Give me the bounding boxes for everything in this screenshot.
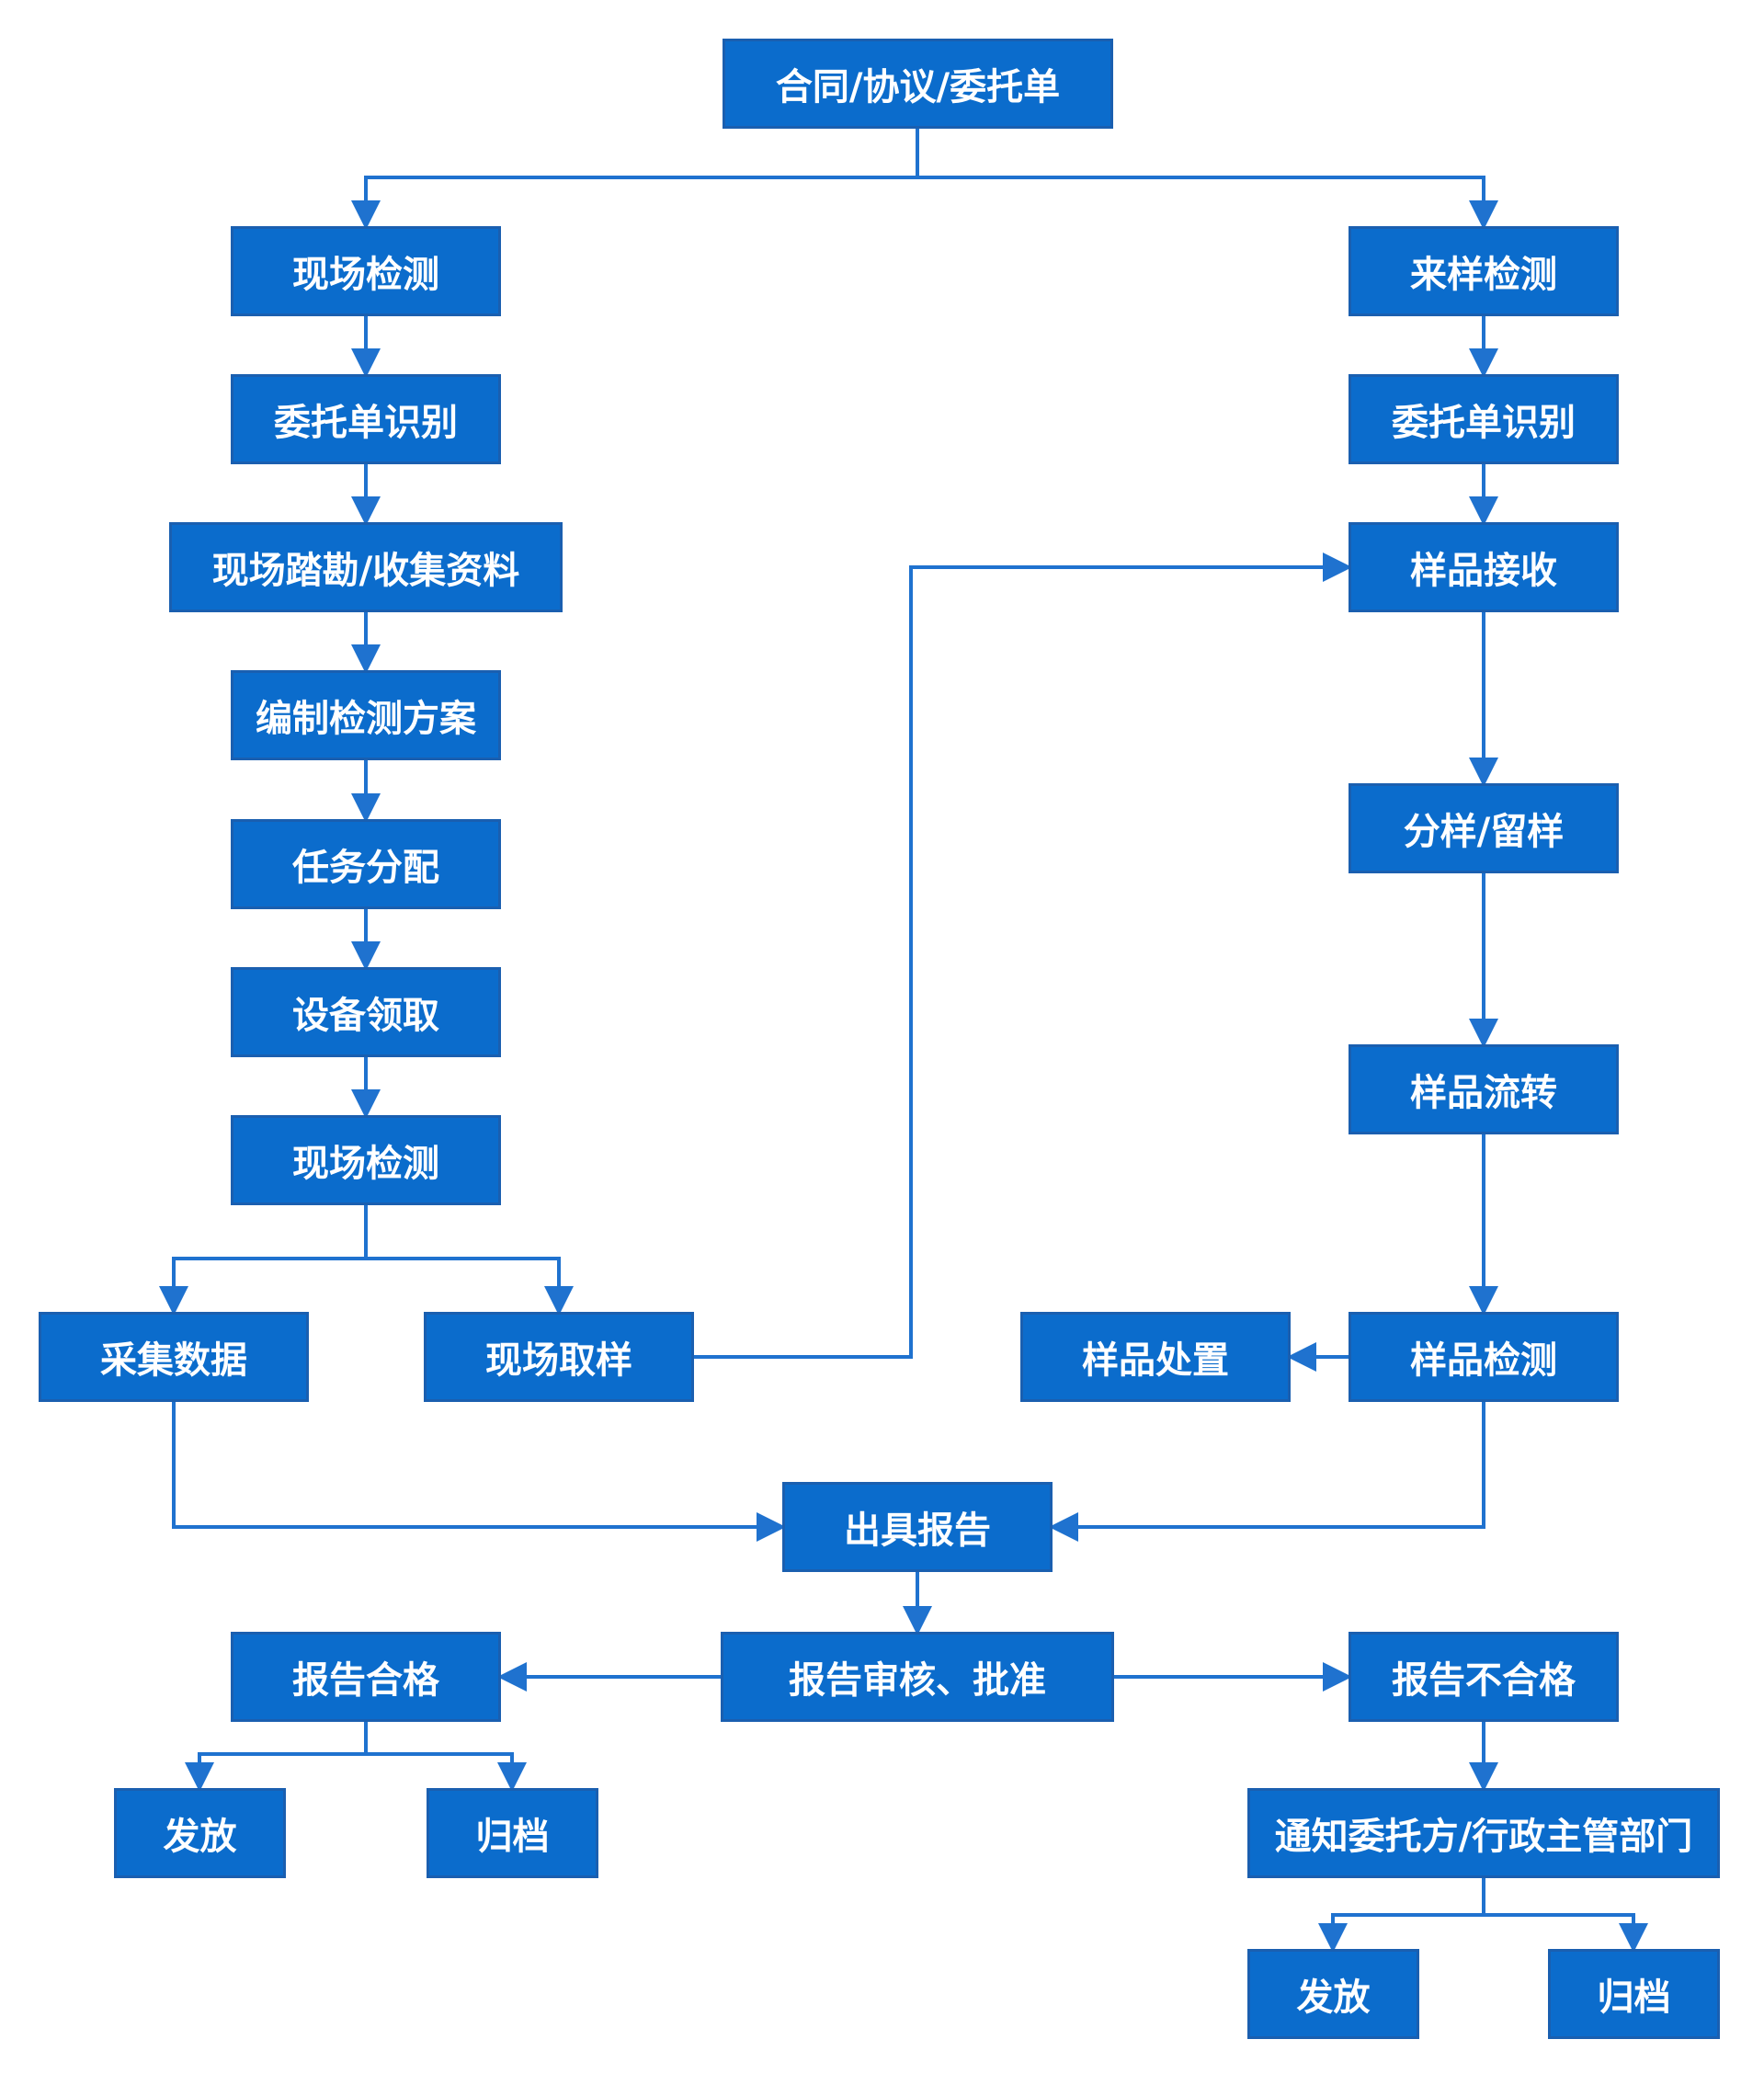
edge-contract-right [917,176,1498,230]
node-review: 报告审核、批准 [721,1632,1114,1722]
node-sample-receive: 样品接收 [1349,522,1619,612]
node-onsite-sampling: 现场取样 [424,1312,694,1402]
node-task-assign: 任务分配 [231,819,501,909]
node-release-right: 发放 [1247,1949,1419,2039]
node-sample-flow: 样品流转 [1349,1044,1619,1134]
node-sample-inspect: 样品检测 [1349,1312,1619,1402]
node-issue-report: 出具报告 [782,1482,1053,1572]
edge-onsite2-collect [159,1205,368,1316]
node-order-id-right: 委托单识别 [1349,374,1619,464]
node-split-sample: 分样/留样 [1349,783,1619,873]
edge-collect-report [172,1402,786,1542]
edge-notify-archive [1484,1913,1648,1953]
edge-ok-release [185,1722,368,1792]
node-report-fail: 报告不合格 [1349,1632,1619,1722]
edge-sampling-receive [694,553,1352,1359]
node-report-ok: 报告合格 [231,1632,501,1722]
edge-onsite2-sampling [366,1257,574,1316]
node-sample-dispose: 样品处置 [1020,1312,1291,1402]
node-collect-data: 采集数据 [39,1312,309,1402]
node-equip-collect: 设备领取 [231,967,501,1057]
node-archive-left: 归档 [427,1788,598,1878]
node-onsite-test-2: 现场检测 [231,1115,501,1205]
edge-inspect-report [1049,1402,1485,1542]
node-survey: 现场踏勘/收集资料 [169,522,563,612]
node-notify: 通知委托方/行政主管部门 [1247,1788,1720,1878]
node-plan: 编制检测方案 [231,670,501,760]
node-archive-right: 归档 [1548,1949,1720,2039]
node-release-left: 发放 [114,1788,286,1878]
edge-notify-release [1318,1878,1485,1953]
node-order-id-left: 委托单识别 [231,374,501,464]
edge-ok-archive [366,1752,527,1792]
node-contract: 合同/协议/委托单 [723,39,1113,129]
node-sample-test: 来样检测 [1349,226,1619,316]
edge-contract-split [351,129,919,230]
node-onsite-test: 现场检测 [231,226,501,316]
